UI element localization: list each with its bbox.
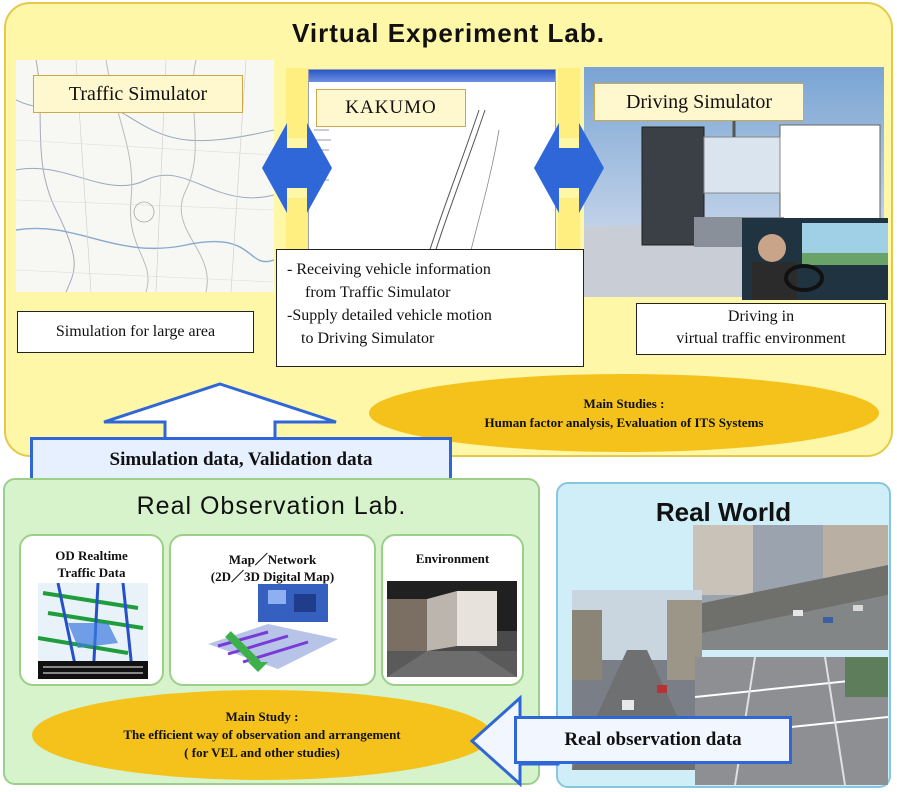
driving-note-line-2: virtual traffic environment xyxy=(676,330,846,347)
kakumo-titlebar xyxy=(309,70,555,82)
driving-simulator-note: Driving in virtual traffic environment xyxy=(636,303,886,355)
driving-simulator-label: Driving Simulator xyxy=(594,83,804,121)
kakumo-label: KAKUMO xyxy=(316,89,466,127)
real-observation-data-label: Real observation data xyxy=(514,716,792,764)
kakumo-note: - Receiving vehicle information from Tra… xyxy=(276,249,584,367)
elevated-highway-photo xyxy=(693,525,888,650)
digital-map-image xyxy=(198,584,348,672)
real-world-title: Real World xyxy=(655,497,792,527)
map-network-title: Map／Network (2D／3D Digital Map) xyxy=(169,551,376,585)
double-arrow-kakumo-driving xyxy=(534,68,604,268)
vel-main-studies-heading: Main Studies : xyxy=(583,396,665,411)
kakumo-note-line-1: - Receiving vehicle information xyxy=(287,261,491,278)
up-arrow-to-virtual-lab xyxy=(103,382,337,442)
real-observation-lab-title: Real Observation Lab. xyxy=(136,492,407,520)
driving-note-line-1: Driving in xyxy=(727,308,795,325)
traffic-simulator-note: Simulation for large area xyxy=(17,311,254,353)
rol-main-study-line-2: ( for VEL and other studies) xyxy=(184,745,340,760)
od-realtime-title: OD Realtime Traffic Data xyxy=(19,547,164,581)
kakumo-note-line-3: -Supply detailed vehicle motion xyxy=(287,307,492,324)
kakumo-note-line-2: from Traffic Simulator xyxy=(305,284,451,301)
simulation-validation-data-banner: Simulation data, Validation data xyxy=(30,437,452,482)
od-title-line-2: Traffic Data xyxy=(57,565,126,580)
map-title-line-2: (2D／3D Digital Map) xyxy=(210,569,335,584)
environment-title: Environment xyxy=(415,551,490,566)
virtual-lab-title: Virtual Experiment Lab. xyxy=(292,18,605,48)
rol-main-study-heading: Main Study : xyxy=(225,709,299,724)
rol-main-study-line-1: The efficient way of observation and arr… xyxy=(123,727,401,742)
kakumo-note-line-4: to Driving Simulator xyxy=(301,330,435,347)
double-arrow-traffic-kakumo xyxy=(262,68,332,268)
vel-main-studies-ellipse: Main Studies : Human factor analysis, Ev… xyxy=(369,374,879,452)
traffic-simulator-label: Traffic Simulator xyxy=(33,75,243,113)
od-title-line-1: OD Realtime xyxy=(55,548,128,563)
vel-main-studies-text: Human factor analysis, Evaluation of ITS… xyxy=(484,415,764,430)
map-title-line-1: Map／Network xyxy=(228,552,317,567)
driver-cockpit-image xyxy=(742,218,888,300)
environment-image xyxy=(387,581,517,677)
rol-main-study-ellipse: Main Study : The efficient way of observ… xyxy=(32,690,492,780)
od-traffic-data-image xyxy=(38,583,148,679)
